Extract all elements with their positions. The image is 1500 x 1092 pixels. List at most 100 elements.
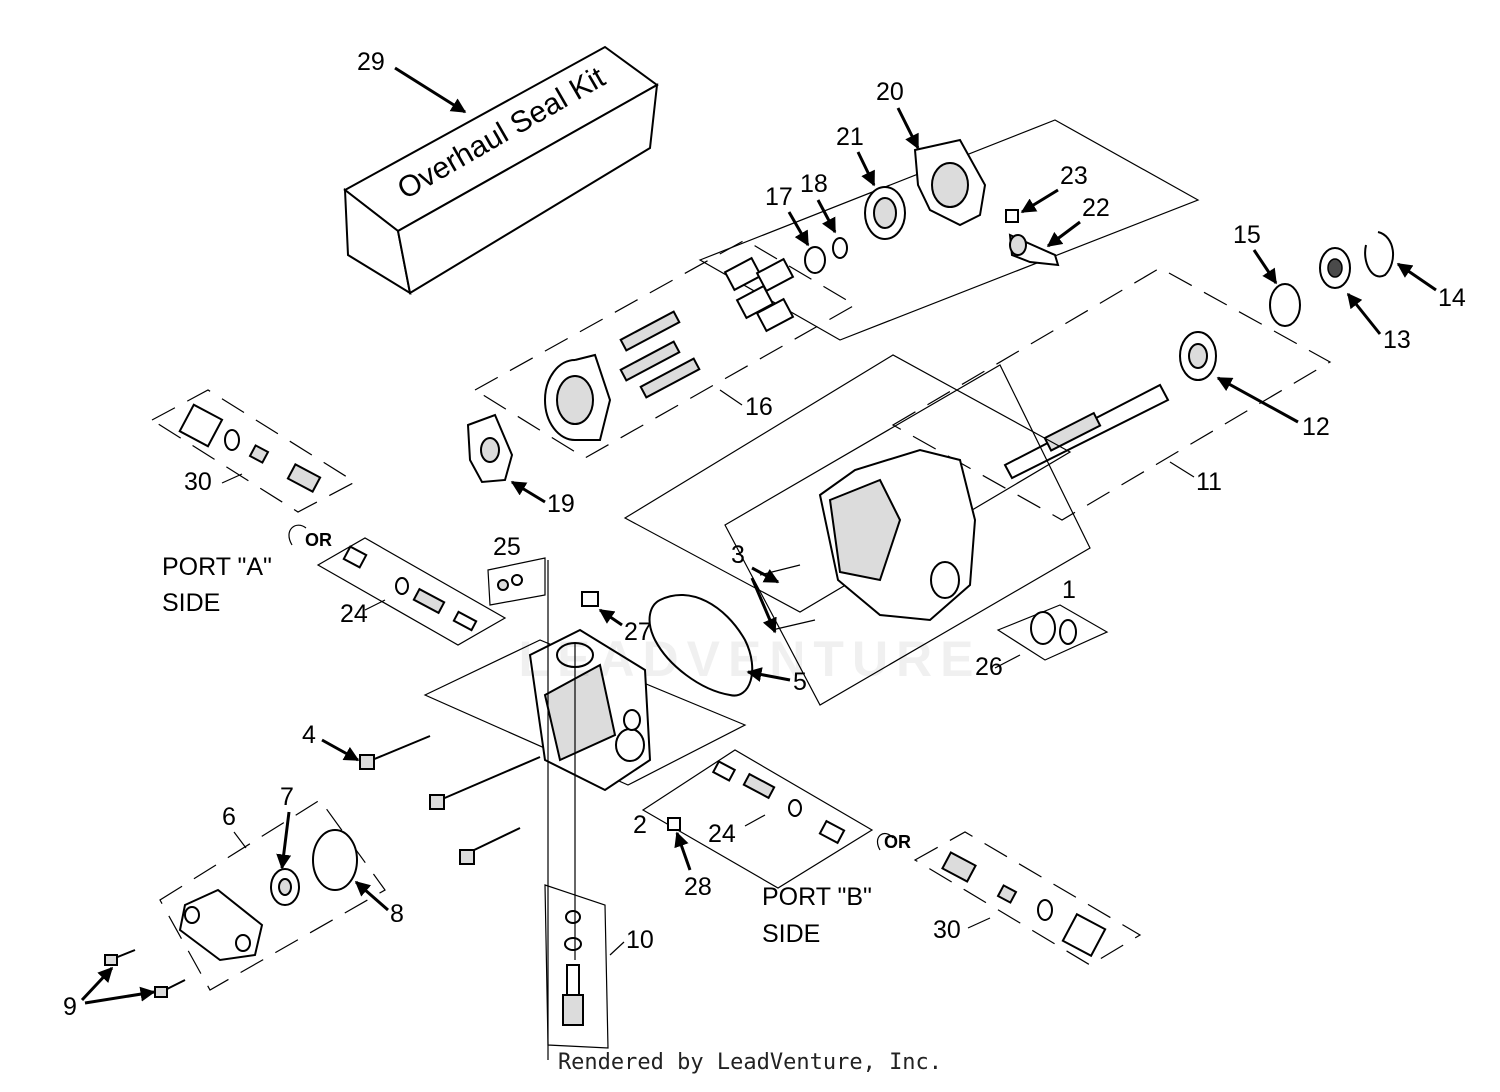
- part-17-ring[interactable]: [804, 246, 826, 274]
- callout-16: 16: [719, 389, 773, 421]
- part-9-screws[interactable]: [104, 949, 186, 998]
- part-11-shaft[interactable]: [1003, 383, 1170, 480]
- callout-11-label: 11: [1196, 468, 1222, 496]
- box-part-30-a: [150, 389, 357, 513]
- port-b-line2: SIDE: [762, 920, 820, 948]
- part-14-retaining-ring[interactable]: [1364, 231, 1394, 278]
- part-8-o-ring[interactable]: [312, 829, 358, 891]
- callout-22-label: 22: [1082, 194, 1110, 222]
- callout-7-label: 7: [280, 783, 294, 811]
- or-symbol-b: OR: [876, 832, 911, 852]
- callout-4: 4: [302, 721, 360, 762]
- box-housing-top: [623, 354, 1072, 613]
- callout-30-b: 30: [933, 916, 991, 944]
- part-24-b-valve[interactable]: [711, 760, 846, 845]
- part-10-valve[interactable]: [562, 910, 584, 1026]
- callout-14-label: 14: [1438, 284, 1466, 312]
- callout-25-label: 25: [493, 533, 521, 561]
- callout-29-label: 29: [357, 48, 385, 76]
- callout-16-label: 16: [745, 393, 773, 421]
- box-cylinder-block: [473, 239, 857, 459]
- box-housing-bottom: [724, 364, 1091, 706]
- callout-1-label: 1: [1062, 576, 1076, 604]
- part-22-trunnion[interactable]: [1008, 233, 1060, 267]
- callout-24-b: 24: [708, 814, 766, 848]
- callout-25: 25: [493, 533, 521, 561]
- part-19-plate[interactable]: [466, 413, 514, 484]
- callout-8: 8: [354, 880, 404, 928]
- part-16-cylinder-block[interactable]: [544, 256, 795, 441]
- part-26-washer[interactable]: [1030, 611, 1077, 645]
- part-28-plug[interactable]: [667, 817, 681, 831]
- callout-19-label: 19: [547, 490, 575, 518]
- callout-15-label: 15: [1233, 221, 1261, 249]
- callout-27: 27: [598, 608, 652, 646]
- port-b-line1: PORT "B": [762, 883, 872, 911]
- port-a-line2: SIDE: [162, 589, 220, 617]
- callout-14: 14: [1396, 262, 1466, 312]
- part-4-bolts[interactable]: [359, 735, 541, 865]
- box-charge-pump: [159, 799, 386, 991]
- callout-23-label: 23: [1060, 162, 1088, 190]
- part-30-a-plug[interactable]: [178, 403, 322, 493]
- box-part-24-b: [641, 749, 874, 889]
- callout-30a-label: 30: [184, 468, 212, 496]
- callout-13-label: 13: [1383, 326, 1411, 354]
- callout-12-label: 12: [1302, 413, 1330, 441]
- box-shaft-group: [891, 267, 1332, 521]
- callout-9: 9: [63, 966, 156, 1021]
- part-7-gerotor[interactable]: [270, 868, 300, 906]
- or-symbol-a: OR: [288, 524, 332, 550]
- callout-7: 7: [276, 783, 294, 870]
- callout-27-label: 27: [624, 618, 652, 646]
- callout-24a-label: 24: [340, 600, 368, 628]
- watermark: LEADVENTURE: [518, 631, 982, 687]
- callout-28: 28: [674, 831, 712, 901]
- part-6-cover[interactable]: [178, 888, 264, 962]
- callout-11: 11: [1169, 461, 1222, 496]
- part-25-check[interactable]: [497, 574, 523, 591]
- callout-5: 5: [746, 667, 807, 696]
- callout-3: 3: [731, 541, 780, 634]
- callout-5-label: 5: [793, 668, 807, 696]
- part-20-cover[interactable]: [913, 138, 987, 227]
- callout-10: 10: [609, 926, 654, 956]
- part-3-pins[interactable]: [759, 564, 816, 631]
- box-part-10: [544, 884, 609, 1049]
- callout-18-label: 18: [800, 170, 828, 198]
- box-part-30-b: [913, 831, 1142, 966]
- part-1-housing[interactable]: [818, 448, 977, 622]
- part-21-seal[interactable]: [864, 186, 906, 240]
- part-2-center-section[interactable]: [528, 628, 652, 792]
- callout-17: 17: [765, 183, 810, 247]
- part-30-b-plug[interactable]: [941, 851, 1107, 958]
- seal-kit-box[interactable]: Overhaul Seal Kit: [343, 45, 659, 296]
- part-15-ring[interactable]: [1269, 283, 1301, 327]
- callout-28-label: 28: [684, 873, 712, 901]
- part-12-bearing[interactable]: [1179, 331, 1217, 381]
- callout-20: 20: [876, 78, 920, 150]
- callout-20-label: 20: [876, 78, 904, 106]
- callout-24-a: 24: [340, 599, 386, 628]
- callout-15: 15: [1233, 221, 1278, 285]
- part-27-plug[interactable]: [581, 591, 599, 607]
- callout-29: 29: [357, 48, 467, 114]
- callout-2: 2: [633, 811, 647, 839]
- callout-24b-label: 24: [708, 820, 736, 848]
- part-5-gasket[interactable]: [648, 594, 754, 697]
- part-24-a-valve[interactable]: [342, 545, 478, 632]
- callout-12: 12: [1216, 376, 1330, 441]
- part-18-ring[interactable]: [832, 237, 848, 259]
- callout-19: 19: [510, 480, 575, 518]
- callout-3-label: 3: [731, 541, 745, 569]
- callout-4-label: 4: [302, 721, 316, 749]
- callout-6: 6: [222, 803, 247, 849]
- part-23-key[interactable]: [1005, 209, 1019, 223]
- callout-21-label: 21: [836, 123, 864, 151]
- callout-9-label: 9: [63, 993, 77, 1021]
- or-label-b: OR: [884, 832, 911, 852]
- box-part-25: [487, 557, 546, 606]
- part-13-seal[interactable]: [1319, 247, 1351, 289]
- callout-22: 22: [1046, 194, 1110, 248]
